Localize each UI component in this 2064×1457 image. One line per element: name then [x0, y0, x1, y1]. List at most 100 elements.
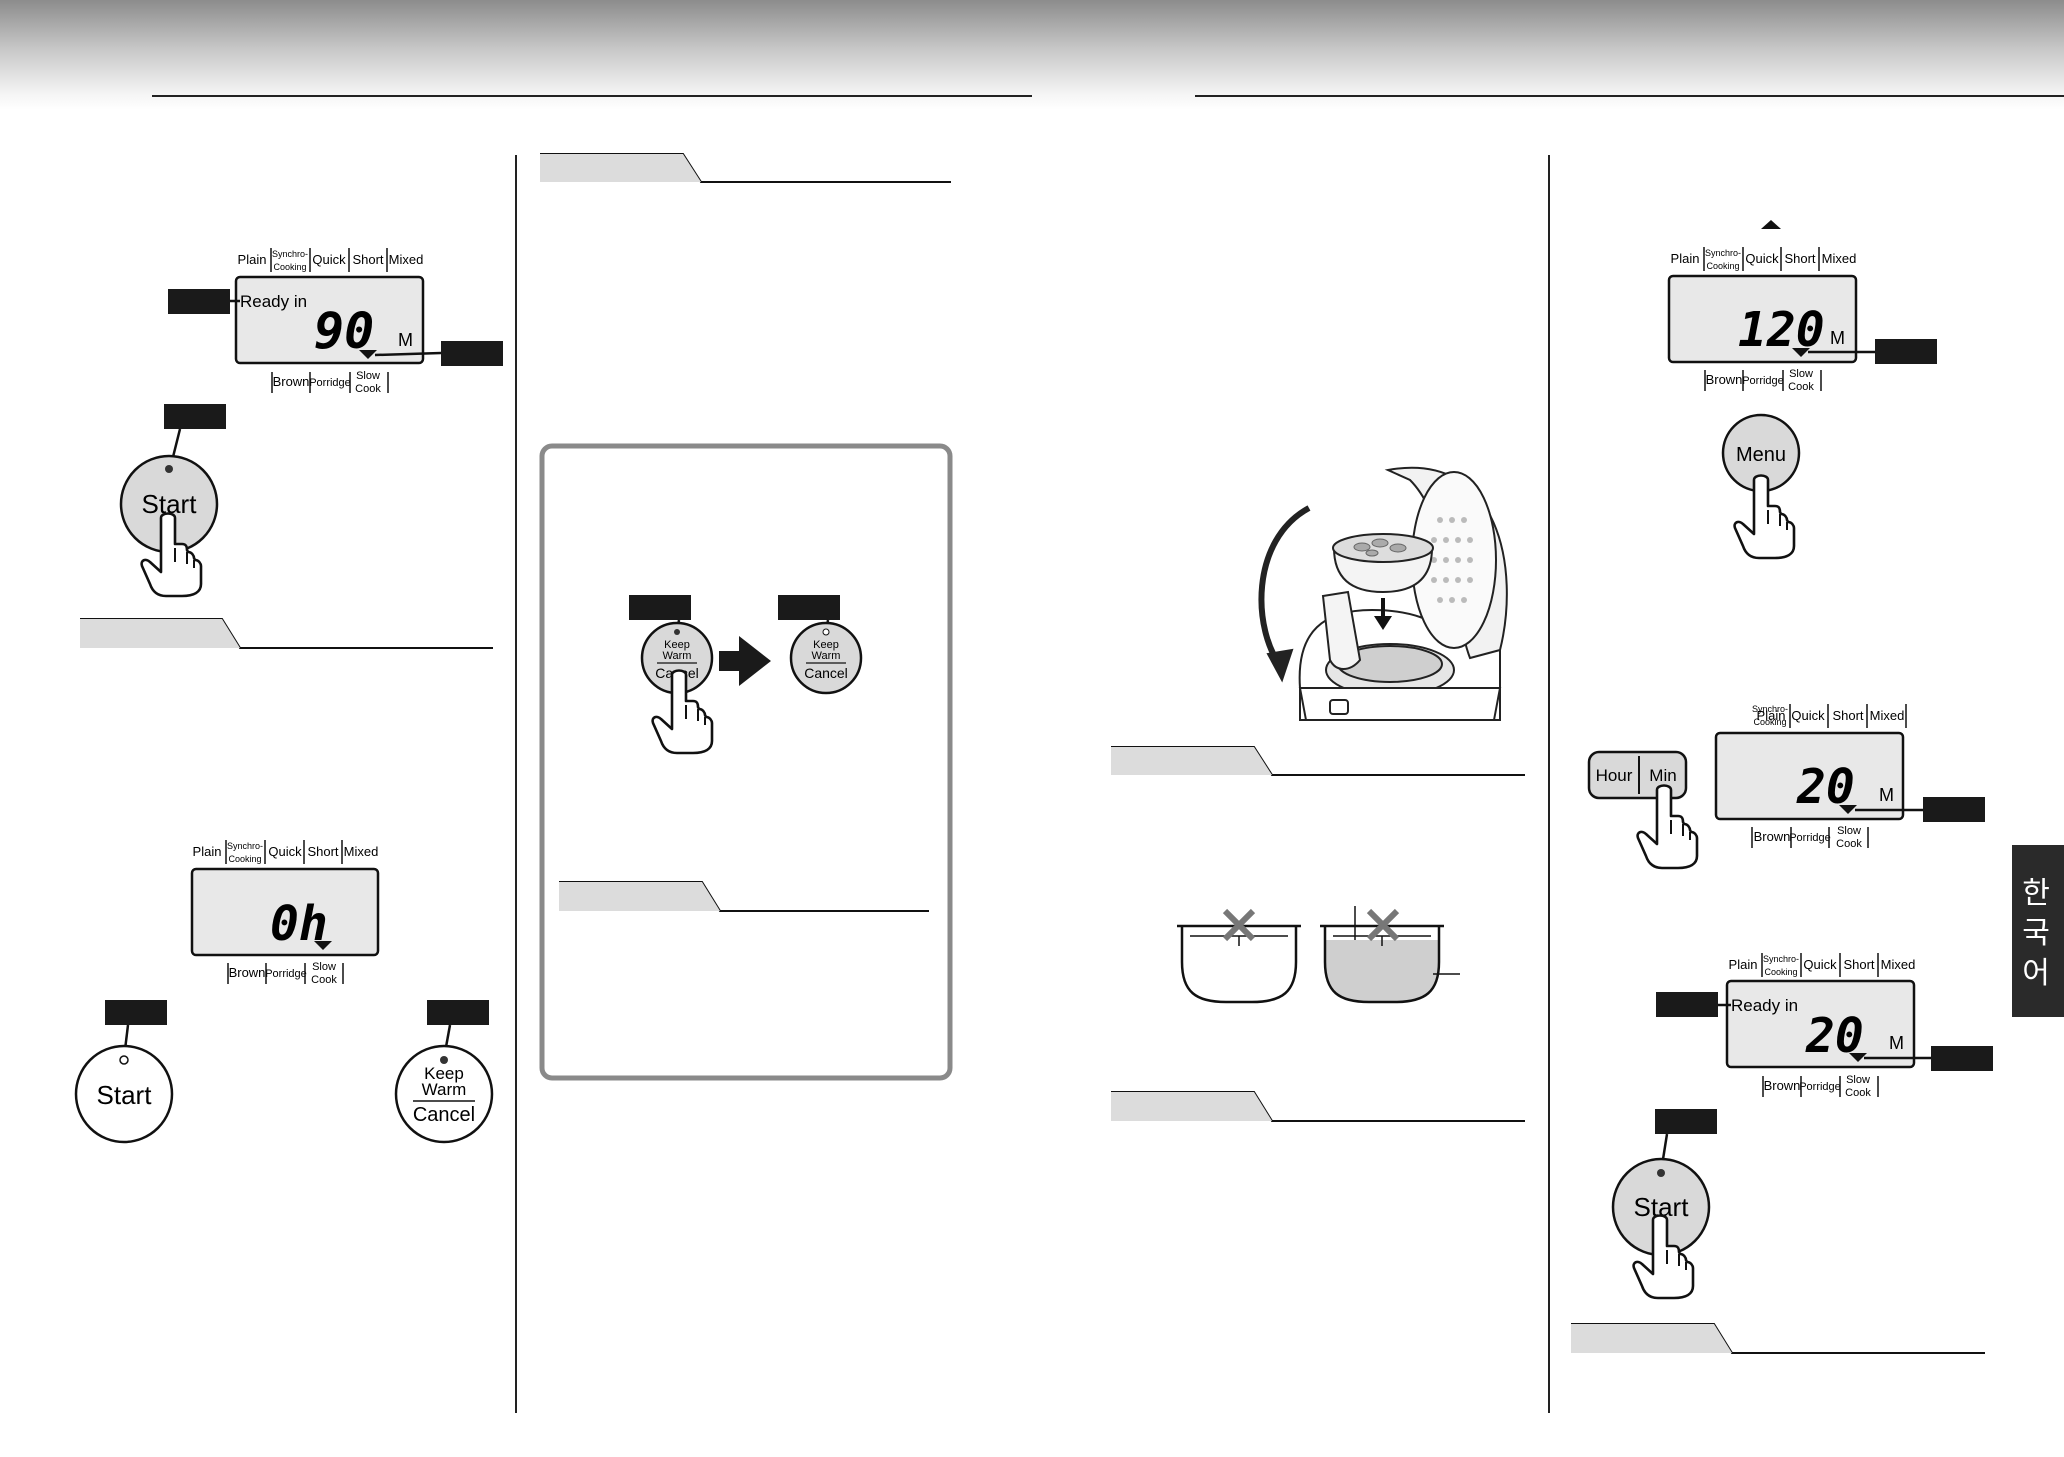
- svg-text:Mixed: Mixed: [1822, 251, 1857, 266]
- svg-text:Cook: Cook: [311, 974, 337, 986]
- keep-warm-cancel-button[interactable]: Keep Warm Cancel: [394, 1044, 494, 1144]
- svg-text:Keep: Keep: [813, 639, 839, 651]
- svg-text:Plain: Plain: [193, 844, 222, 859]
- svg-text:Porridge: Porridge: [1789, 832, 1831, 844]
- svg-text:Porridge: Porridge: [265, 968, 307, 980]
- lcd-screen: [234, 275, 425, 365]
- svg-text:Synchro-: Synchro-: [1763, 954, 1799, 964]
- display-value: 120: [1738, 302, 1825, 358]
- svg-text:Short: Short: [1832, 708, 1863, 723]
- svg-text:Slow: Slow: [1846, 1074, 1870, 1086]
- svg-text:Start: Start: [97, 1080, 153, 1110]
- callout-tag: [1931, 1046, 1993, 1071]
- svg-text:Cook: Cook: [1845, 1087, 1871, 1099]
- svg-text:Mixed: Mixed: [1881, 957, 1916, 972]
- svg-text:Short: Short: [307, 844, 338, 859]
- svg-text:어: 어: [2022, 956, 2050, 991]
- svg-text:Hour: Hour: [1596, 766, 1633, 785]
- svg-text:Warm: Warm: [663, 650, 692, 662]
- svg-text:Slow: Slow: [1789, 368, 1813, 380]
- svg-text:Cooking: Cooking: [228, 854, 261, 864]
- svg-text:Quick: Quick: [312, 252, 346, 267]
- callout-tag: [168, 289, 230, 314]
- control-panel-90: Plain Synchro- Cooking Quick Short Mixed…: [234, 248, 425, 395]
- callout-tag: [1655, 1109, 1717, 1134]
- svg-text:Menu: Menu: [1736, 444, 1786, 466]
- callout-tag: [164, 404, 226, 429]
- svg-text:Short: Short: [352, 252, 383, 267]
- section-heading-tab: [1111, 747, 1272, 775]
- svg-text:Plain: Plain: [1757, 708, 1786, 723]
- keep-warm-cancel-button-small[interactable]: Keep Warm Cancel: [640, 621, 714, 695]
- svg-text:Keep: Keep: [664, 639, 690, 651]
- svg-text:Plain: Plain: [1671, 251, 1700, 266]
- svg-text:한: 한: [2022, 876, 2050, 911]
- svg-text:국: 국: [2022, 916, 2050, 951]
- callout-tag: [1875, 339, 1937, 364]
- svg-text:Slow: Slow: [312, 961, 336, 973]
- up-arrow-icon: [1761, 220, 1781, 229]
- section-heading-tab: [559, 882, 720, 911]
- svg-text:Min: Min: [1649, 766, 1676, 785]
- svg-text:M: M: [1830, 328, 1845, 348]
- language-side-tab[interactable]: 한 국 어: [2012, 845, 2064, 1017]
- callout-tag: [1923, 797, 1985, 822]
- svg-text:Slow: Slow: [1837, 825, 1861, 837]
- svg-text:Synchro-: Synchro-: [1705, 248, 1741, 258]
- svg-text:Porridge: Porridge: [1799, 1081, 1841, 1093]
- svg-text:Brown: Brown: [1764, 1078, 1801, 1093]
- svg-text:Cook: Cook: [1836, 838, 1862, 850]
- section-heading-tab: [1111, 1092, 1272, 1121]
- svg-text:Cancel: Cancel: [413, 1104, 475, 1126]
- svg-text:Ready in: Ready in: [1731, 996, 1798, 1015]
- svg-text:Quick: Quick: [1803, 957, 1837, 972]
- svg-text:Cook: Cook: [355, 383, 381, 395]
- control-panel-ready-20: Plain Synchro- Cooking Quick Short Mixed…: [1725, 953, 1916, 1099]
- svg-text:Synchro-: Synchro-: [227, 841, 263, 851]
- header-rule-right: [1195, 95, 2064, 97]
- control-panel-0h: Plain Synchro- Cooking Quick Short Mixed…: [190, 840, 380, 986]
- inner-pot-incorrect-1: [1177, 908, 1301, 1004]
- svg-text:Short: Short: [1784, 251, 1815, 266]
- svg-text:Cooking: Cooking: [1706, 261, 1739, 271]
- svg-text:Brown: Brown: [1754, 829, 1791, 844]
- svg-text:Porridge: Porridge: [1742, 375, 1784, 387]
- column-divider-2: [1548, 155, 1550, 1413]
- ready-in-label: Ready in: [240, 292, 307, 311]
- section-heading-tab: [80, 619, 240, 648]
- svg-text:Plain: Plain: [238, 252, 267, 267]
- svg-text:Porridge: Porridge: [309, 377, 351, 389]
- panel-bottom-labels: Brown Porridge Slow Cook: [271, 370, 389, 395]
- callout-tag: [629, 595, 691, 620]
- svg-text:Plain: Plain: [1729, 957, 1758, 972]
- note-box: [539, 443, 953, 1081]
- arrow-right-icon: [719, 636, 771, 686]
- keep-warm-cancel-button-small-off[interactable]: Keep Warm Cancel: [789, 621, 863, 695]
- svg-text:Synchro-: Synchro-: [1752, 704, 1788, 714]
- menu-button[interactable]: Menu: [1721, 413, 1801, 493]
- start-button[interactable]: Start: [74, 1044, 174, 1144]
- svg-text:Mixed: Mixed: [389, 252, 424, 267]
- svg-text:Quick: Quick: [268, 844, 302, 859]
- svg-text:Warm: Warm: [422, 1080, 467, 1099]
- callout-tag: [427, 1000, 489, 1025]
- page-header-band: [0, 0, 2064, 110]
- svg-text:Brown: Brown: [1706, 372, 1743, 387]
- rice-cooker-illustration: [1258, 466, 1508, 721]
- svg-text:M: M: [1879, 785, 1894, 805]
- svg-text:Short: Short: [1843, 957, 1874, 972]
- header-rule-left: [152, 95, 1032, 97]
- svg-text:Cooking: Cooking: [273, 262, 306, 272]
- svg-text:Slow: Slow: [356, 370, 380, 382]
- callout-tag: [778, 595, 840, 620]
- svg-text:Warm: Warm: [812, 650, 841, 662]
- section-heading-tab: [1571, 1324, 1732, 1353]
- svg-text:Cooking: Cooking: [1764, 967, 1797, 977]
- cross-mark-icon: [1222, 908, 1256, 942]
- callout-tag: [441, 341, 503, 366]
- svg-text:Cooking: Cooking: [1753, 717, 1786, 727]
- svg-text:M: M: [1889, 1033, 1904, 1053]
- callout-tag: [1656, 992, 1718, 1017]
- svg-text:Keep: Keep: [424, 1064, 464, 1083]
